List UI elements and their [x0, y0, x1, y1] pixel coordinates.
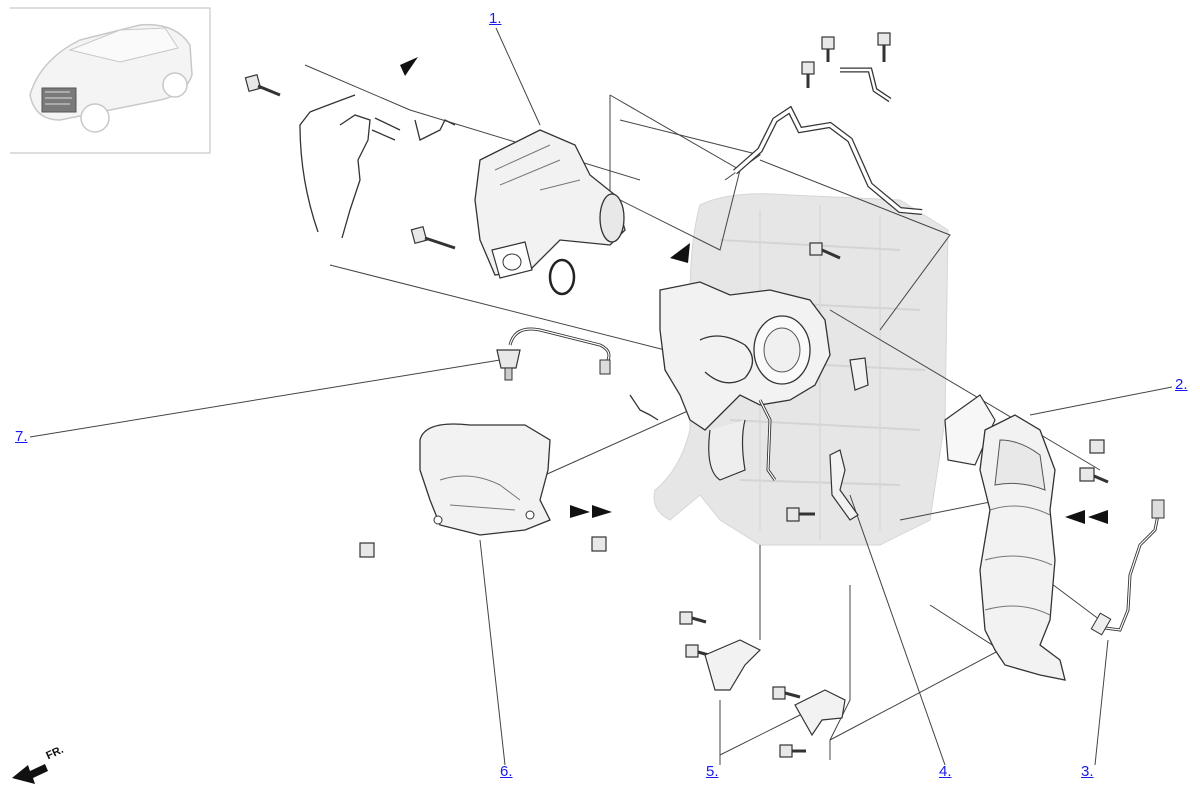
bolt: [786, 507, 815, 522]
bolt: [1079, 467, 1109, 484]
turbocharger-assembly: [629, 281, 831, 481]
wire-harness: [299, 94, 456, 239]
bracket: [704, 639, 762, 691]
bolt: [877, 32, 891, 62]
bolt: [410, 225, 456, 250]
callout-2[interactable]: 2.: [1175, 376, 1188, 393]
bracket: [829, 449, 859, 521]
callout-7[interactable]: 7.: [15, 428, 28, 445]
callout-4[interactable]: 4.: [939, 763, 952, 780]
bolt: [1089, 439, 1105, 454]
callout-5[interactable]: 5.: [706, 763, 719, 780]
view-direction-arrow: [400, 57, 1108, 524]
bolt: [821, 36, 835, 62]
coolant-pipes: [733, 67, 923, 215]
bolt: [801, 61, 815, 88]
bolt: [244, 73, 281, 97]
callout-3[interactable]: 3.: [1081, 763, 1094, 780]
vehicle-locator-thumbnail: [10, 7, 211, 154]
bolt: [772, 686, 801, 700]
catalytic-converter: [944, 394, 1066, 681]
brackets: [704, 357, 869, 737]
callout-6[interactable]: 6.: [500, 763, 513, 780]
bolt: [679, 611, 707, 625]
bolt: [809, 242, 841, 260]
front-oxygen-sensor: [496, 327, 611, 381]
bolts: [244, 32, 1109, 758]
bracket: [794, 689, 846, 737]
bolt: [591, 536, 607, 552]
bolt: [359, 542, 375, 558]
o-ring: [548, 258, 576, 296]
callout-1[interactable]: 1.: [489, 10, 502, 27]
bracket: [849, 357, 869, 391]
rear-oxygen-sensor: [1090, 499, 1165, 636]
heat-shield: [419, 423, 551, 536]
front-direction-arrow: [12, 764, 48, 784]
bolt: [779, 744, 806, 758]
air-intake-duct: [474, 129, 626, 279]
